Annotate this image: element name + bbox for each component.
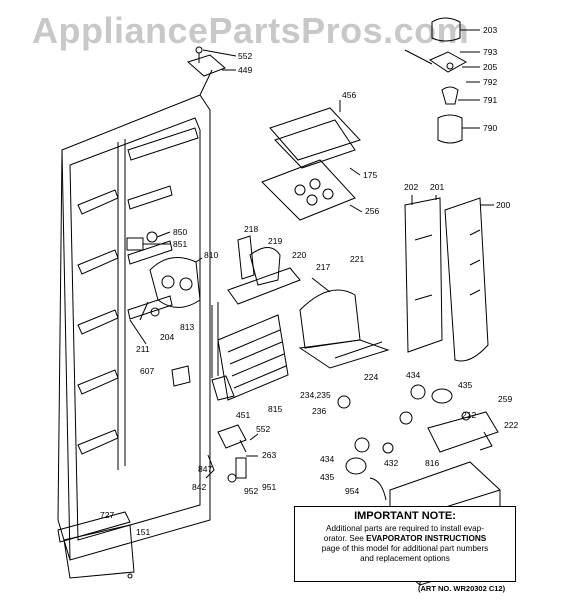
air-ducts (404, 195, 494, 362)
part-label-451: 451 (236, 410, 250, 420)
part-label-175: 175 (363, 170, 377, 180)
evaporator-cover (261, 100, 363, 221)
part-label-790: 790 (483, 123, 497, 133)
part-label-851: 851 (173, 239, 187, 249)
icemaker-cluster (404, 17, 480, 144)
part-label-263: 263 (262, 450, 276, 460)
part-label-951: 951 (262, 482, 276, 492)
part-label-217: 217 (316, 262, 330, 272)
part-label-219: 219 (268, 236, 282, 246)
part-label-151: 151 (136, 527, 150, 537)
part-label-815: 815 (268, 404, 282, 414)
note-line-2-text: orator. See (323, 534, 367, 543)
evaporator-instructions-link-text: EVAPORATOR INSTRUCTIONS (366, 534, 487, 543)
part-label-842: 842 (192, 482, 206, 492)
part-label-792: 792 (483, 77, 497, 87)
part-label-202: 202 (404, 182, 418, 192)
part-label-954: 954 (345, 486, 359, 496)
part-label-727: 727 (100, 510, 114, 520)
part-label-218: 218 (244, 224, 258, 234)
part-label-552: 552 (238, 51, 252, 61)
part-label-793: 793 (483, 47, 497, 57)
part-label-212: 212 (462, 410, 476, 420)
part-label-236: 236 (312, 406, 326, 416)
evaporator (211, 302, 289, 401)
evaporator-fan (126, 231, 203, 387)
part-label-203: 203 (483, 25, 497, 35)
light-assemblies (337, 384, 499, 475)
part-label-449: 449 (238, 65, 252, 75)
part-label-552: 552 (256, 424, 270, 434)
part-label-259: 259 (498, 394, 512, 404)
part-label-220: 220 (292, 250, 306, 260)
part-label-434: 434 (406, 370, 420, 380)
lower-hinge (205, 424, 259, 483)
part-label-432: 432 (384, 458, 398, 468)
part-label-201: 201 (430, 182, 444, 192)
part-label-952: 952 (244, 486, 258, 496)
note-title: IMPORTANT NOTE: (354, 510, 456, 522)
part-label-435: 435 (320, 472, 334, 482)
part-label-434: 434 (320, 454, 334, 464)
part-label-204: 204 (160, 332, 174, 342)
cabinet-liner (57, 69, 213, 561)
important-note-box: IMPORTANT NOTE: Additional parts are req… (294, 506, 516, 582)
part-label-222: 222 (504, 420, 518, 430)
top-hinge (187, 46, 237, 77)
note-line-4: and replacement options (360, 554, 450, 563)
part-label-205: 205 (483, 62, 497, 72)
part-label-847: 847 (198, 464, 212, 474)
part-label-435: 435 (458, 380, 472, 390)
art-number: (ART NO. WR20302 C12) (418, 584, 506, 593)
note-line-3: page of this model for additional part n… (321, 544, 489, 553)
part-label-813: 813 (180, 322, 194, 332)
part-label-810: 810 (204, 250, 218, 260)
part-label-607: 607 (140, 366, 154, 376)
watermark-text: AppliancePartsPros.com (32, 10, 470, 51)
bottom-trim (57, 511, 135, 579)
part-label-221: 221 (350, 254, 364, 264)
part-label-200: 200 (496, 200, 510, 210)
part-label-816: 816 (425, 458, 439, 468)
part-label-456: 456 (342, 90, 356, 100)
part-label-850: 850 (173, 227, 187, 237)
note-line-2: orator. See EVAPORATOR INSTRUCTIONS (299, 534, 511, 544)
part-label-211: 211 (136, 344, 150, 354)
part-label-234-235: 234,235 (300, 390, 331, 400)
note-line-1: Additional parts are required to install… (326, 524, 484, 533)
damper-housing (298, 289, 390, 369)
part-label-791: 791 (483, 95, 497, 105)
upper-brackets (227, 235, 331, 305)
part-label-256: 256 (365, 206, 379, 216)
part-number-labels: 203 793 205 792 791 790 552 449 456 175 256 202 201 2… (100, 25, 518, 537)
part-label-224: 224 (364, 372, 378, 382)
